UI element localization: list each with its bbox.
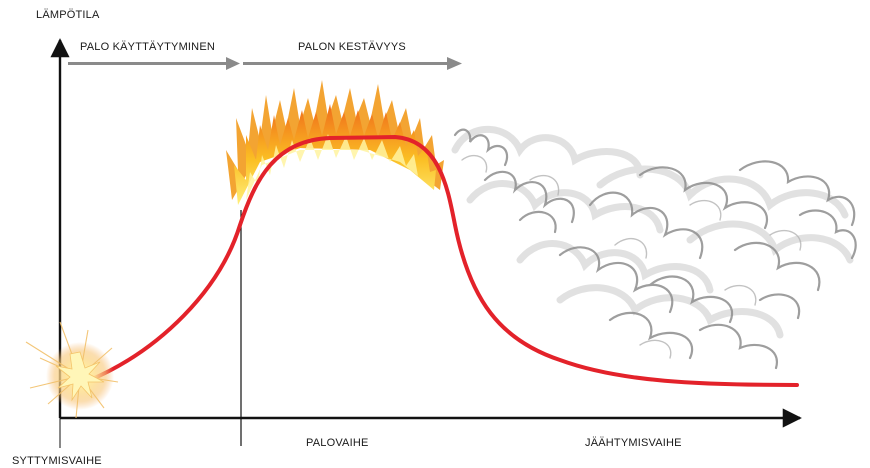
- phase-label-palo-kayttaytyminen: PALO KÄYTTÄYTYMINEN: [80, 41, 216, 53]
- phase-label-syttymisvaihe: SYTTYMISVAIHE: [12, 455, 102, 467]
- phase-label-palovaihe: PALOVAIHE: [306, 437, 369, 449]
- phase-label-palon-kestavyys: PALON KESTÄVYYS: [298, 41, 406, 53]
- phase-arrows: [68, 57, 462, 70]
- temperature-curve: [88, 134, 799, 387]
- phase-label-jaahtymisvaihe: JÄÄHTYMISVAIHE: [585, 437, 682, 449]
- arrow-head-2: [447, 57, 462, 70]
- arrow-palo-kayttaytyminen: [68, 62, 228, 65]
- arrow-head-1: [226, 57, 240, 70]
- arrow-palon-kestavyys: [243, 62, 449, 65]
- spark-icon: [25, 321, 119, 419]
- y-axis-label: LÄMPÖTILA: [36, 9, 100, 21]
- smoke-icon: [451, 125, 857, 370]
